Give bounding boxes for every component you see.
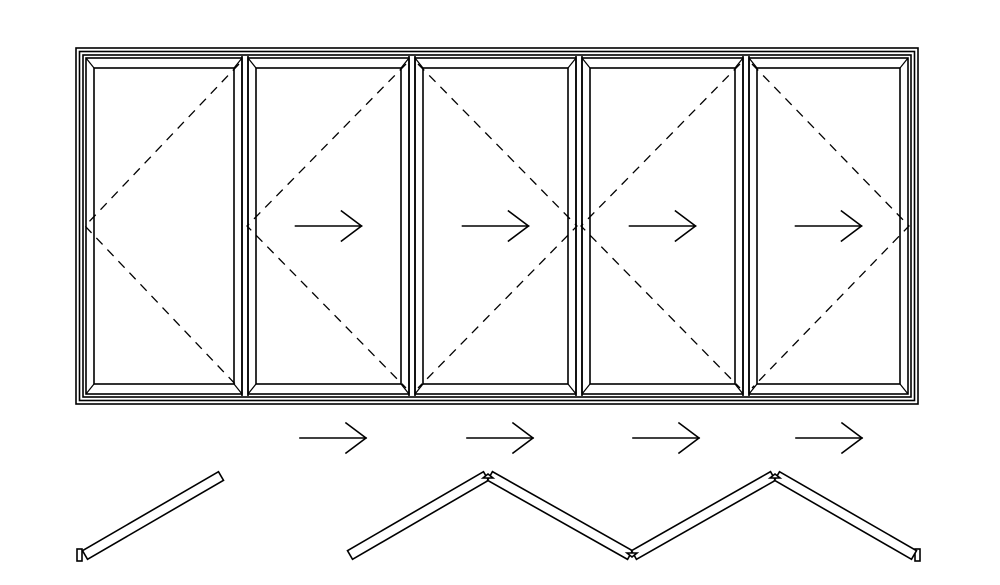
plan-slide-arrow-2 <box>466 421 535 455</box>
arrow-head <box>507 209 530 243</box>
glass-bead <box>255 67 402 385</box>
arrow-head <box>340 209 363 243</box>
bevel-line <box>85 383 95 395</box>
bevel-line <box>247 57 257 69</box>
outer-frame <box>75 47 919 405</box>
opening-indicator <box>246 63 407 389</box>
opening-indicator <box>580 63 741 389</box>
panel-slide-arrow-4 <box>628 209 697 243</box>
folding-leaf-5 <box>773 470 918 561</box>
bevel-line <box>233 57 243 69</box>
bevel-line <box>581 383 591 395</box>
panel-slide-arrow-5 <box>794 209 863 243</box>
bevel-line <box>899 383 909 395</box>
bevel-line <box>734 57 744 69</box>
plan-slide-arrow-3 <box>632 421 701 455</box>
bevel-line <box>748 57 758 69</box>
bevel-line <box>400 57 410 69</box>
folding-leaf-2 <box>346 470 490 561</box>
arrow-head <box>840 421 864 455</box>
glass-bead <box>589 67 736 385</box>
hinge-knuckle <box>480 472 496 479</box>
folding-plan <box>76 470 921 562</box>
bevel-line <box>899 57 909 69</box>
glass-bead <box>756 67 901 385</box>
folding-leaf-3 <box>486 470 634 561</box>
arrow-head <box>677 421 701 455</box>
plan-slide-arrow-4 <box>795 421 864 455</box>
bevel-line <box>414 57 424 69</box>
bevel-line <box>581 57 591 69</box>
bevel-line <box>233 383 243 395</box>
slide-arrows <box>294 209 864 455</box>
hinge-knuckle <box>767 472 783 479</box>
glass-bead <box>93 67 235 385</box>
opening-indicator <box>417 63 578 389</box>
arrow-head <box>511 421 535 455</box>
door-panel-5 <box>748 57 910 395</box>
sash-outer <box>748 57 909 395</box>
bevel-line <box>734 383 744 395</box>
bevel-line <box>567 57 577 69</box>
panel-slide-arrow-3 <box>461 209 530 243</box>
bevel-line <box>247 383 257 395</box>
bevel-line <box>85 57 95 69</box>
opening-indicator <box>84 63 240 389</box>
sash-outer <box>85 57 243 395</box>
hinge-knuckle <box>624 552 640 559</box>
opening-indicator <box>751 63 910 389</box>
arrow-head <box>674 209 697 243</box>
panel-slide-arrow-2 <box>294 209 363 243</box>
folding-leaf-1 <box>81 470 225 561</box>
door-panel-1 <box>84 57 243 395</box>
folding-leaf-4 <box>630 470 777 561</box>
glass-bead <box>422 67 569 385</box>
left-jamb <box>76 548 83 562</box>
arrow-head <box>840 209 863 243</box>
bevel-line <box>414 383 424 395</box>
door-panels <box>84 56 910 396</box>
arrow-head <box>344 421 368 455</box>
bevel-line <box>748 383 758 395</box>
bevel-line <box>567 383 577 395</box>
bevel-line <box>400 383 410 395</box>
right-jamb <box>914 548 921 562</box>
plan-slide-arrow-1 <box>299 421 368 455</box>
